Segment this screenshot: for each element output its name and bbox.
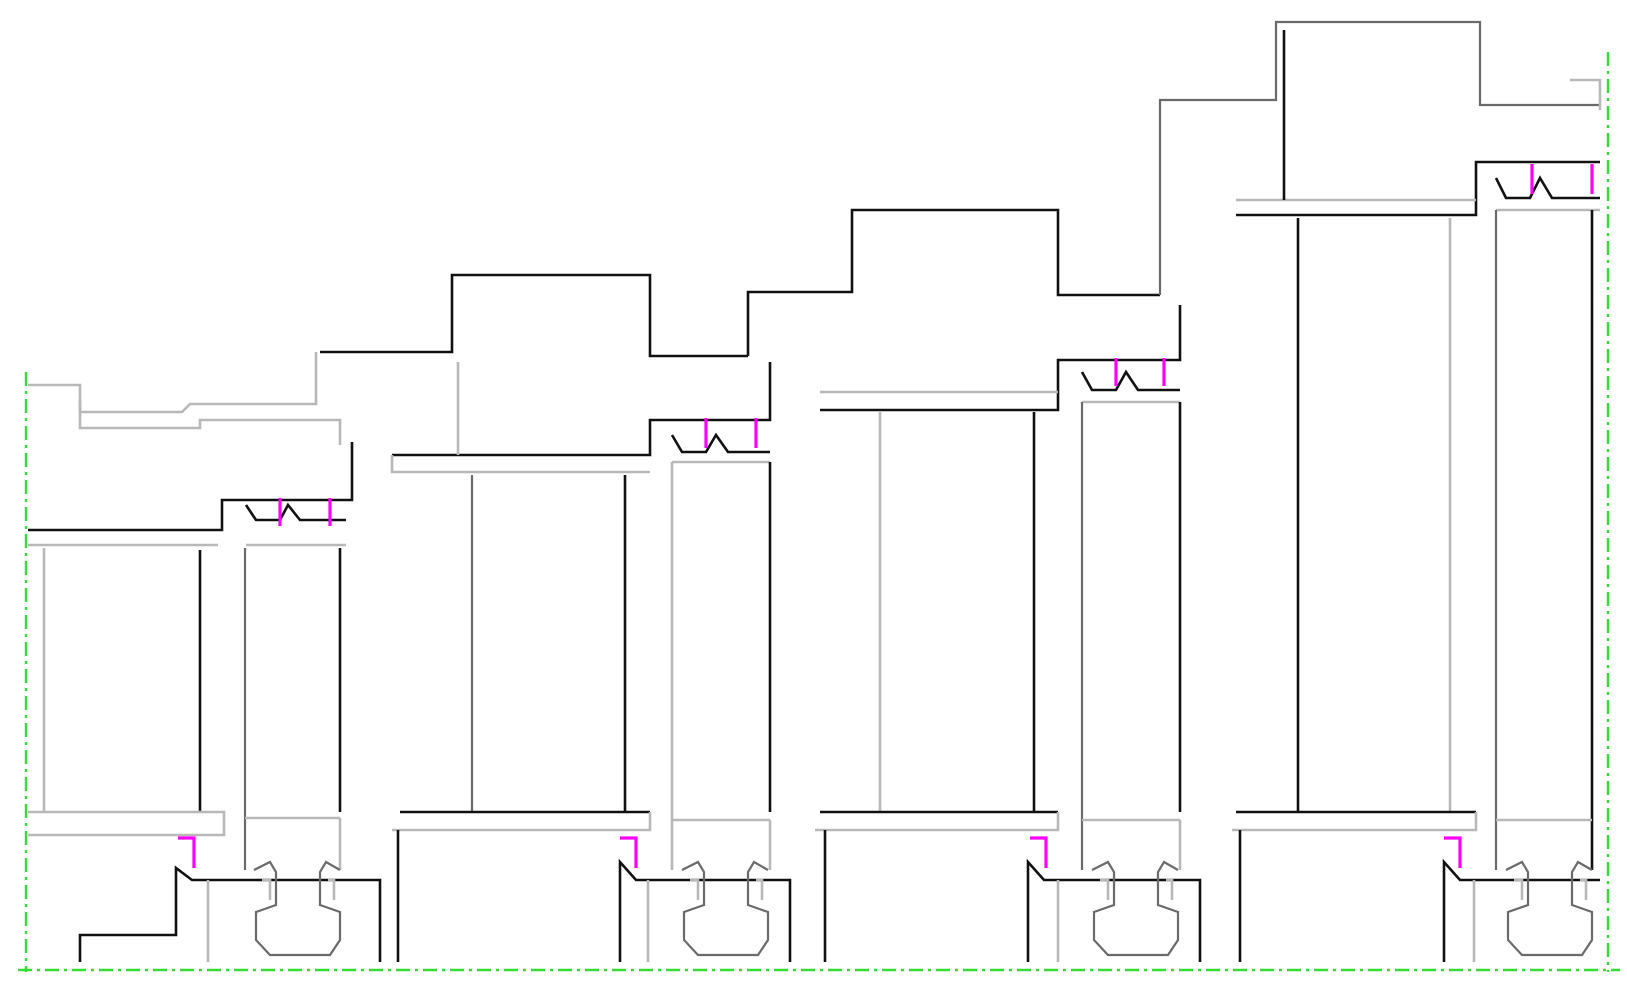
stage-2 — [390, 362, 792, 962]
seal-lock-mark — [1030, 836, 1048, 868]
seal-lock-mark — [1444, 836, 1462, 868]
casing-outer-profile — [28, 20, 1602, 445]
stage-4 — [1232, 30, 1600, 962]
seal-lock-mark — [620, 836, 638, 868]
stage-1 — [28, 442, 382, 962]
stage-3 — [815, 305, 1202, 962]
centerlines — [18, 52, 1620, 972]
seal-lock-mark — [178, 836, 196, 868]
